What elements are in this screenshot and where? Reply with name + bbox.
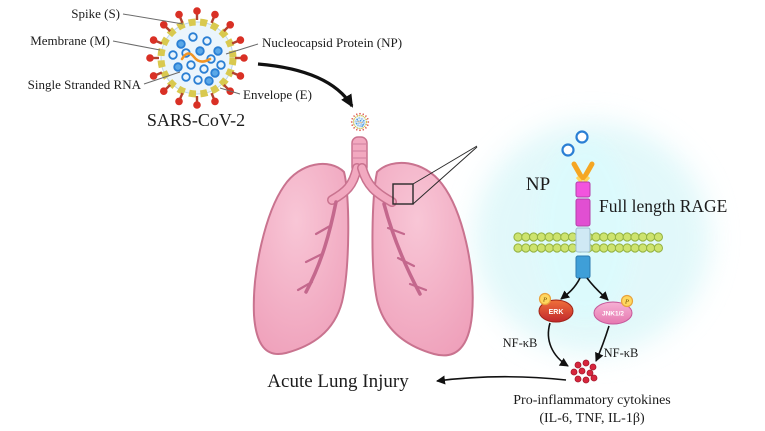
virion-small	[350, 112, 370, 132]
cytokine-dots	[570, 359, 598, 384]
rage-label: Full length RAGE	[599, 196, 727, 216]
erk-oval	[538, 299, 574, 323]
right-lung	[371, 161, 474, 357]
cytokines-title: Pro-inflammatory cytokines	[513, 393, 670, 408]
cytokines-list: (IL-6, TNF, IL-1β)	[539, 411, 645, 426]
arrow-jnk-to-cytokines	[595, 325, 610, 362]
rage-receptor	[571, 161, 595, 279]
arrow-to-erk	[560, 277, 581, 300]
arrow-to-jnk	[586, 277, 609, 301]
virus-name: SARS-CoV-2	[147, 110, 245, 130]
arrow-to-injury	[436, 375, 567, 385]
jnk-label: JNK1/2	[602, 311, 624, 318]
nucleocapsid-label: Nucleocapsid Protein (NP)	[262, 35, 402, 50]
arrow-erk-to-cytokines	[547, 322, 569, 367]
infection-arrow	[257, 62, 354, 108]
left-bronchus-fill	[328, 164, 361, 204]
np-label: NP	[526, 174, 550, 195]
jnk-phospho-label: P	[624, 299, 629, 306]
outcome-group: Acute Lung Injury	[267, 371, 567, 392]
lungs-illustration	[252, 136, 478, 357]
envelope-label: Envelope (E)	[243, 87, 312, 102]
magnifier-box	[392, 183, 414, 205]
nfkb-left-label: NF-κB	[503, 336, 538, 350]
jnk-oval	[593, 301, 633, 325]
nfkb-right-label: NF-κB	[604, 346, 639, 360]
receptor-v-right	[581, 161, 595, 181]
receptor-v-left	[571, 161, 585, 181]
membrane-label: Membrane (M)	[30, 33, 110, 48]
erk-phospho-label: P	[542, 297, 547, 304]
receptor-domain-1	[575, 181, 591, 198]
receptor-cytoplasmic	[575, 255, 591, 279]
lung-vessels	[296, 200, 428, 296]
receptor-transmembrane	[575, 227, 591, 253]
rna-label: Single Stranded RNA	[28, 77, 142, 92]
np-particle-2	[575, 130, 589, 144]
np-leader	[225, 43, 259, 55]
magnifier-line-bottom	[412, 146, 478, 205]
magnifier-line-top	[412, 145, 478, 185]
spike-leader	[122, 13, 184, 25]
np-particle-1	[561, 143, 575, 157]
membrane-leader	[112, 40, 161, 51]
virion-large	[146, 7, 248, 109]
left-lung	[252, 163, 350, 355]
envelope-leader	[219, 87, 241, 95]
pathway-panel: NP Full length RAGE ERK P JNK1/2 P NF-κB…	[503, 130, 727, 426]
erk-label: ERK	[549, 309, 564, 316]
right-bronchus-fill	[358, 164, 396, 206]
erk-phospho	[538, 292, 552, 306]
virus-diagram: Spike (S) Membrane (M) Single Stranded R…	[28, 6, 402, 132]
jnk-phospho	[620, 294, 634, 308]
receptor-domain-2	[575, 198, 591, 227]
spike-label: Spike (S)	[71, 6, 120, 21]
outcome-label: Acute Lung Injury	[267, 371, 409, 392]
rna-leader	[143, 71, 181, 85]
plasma-membrane	[513, 232, 664, 253]
